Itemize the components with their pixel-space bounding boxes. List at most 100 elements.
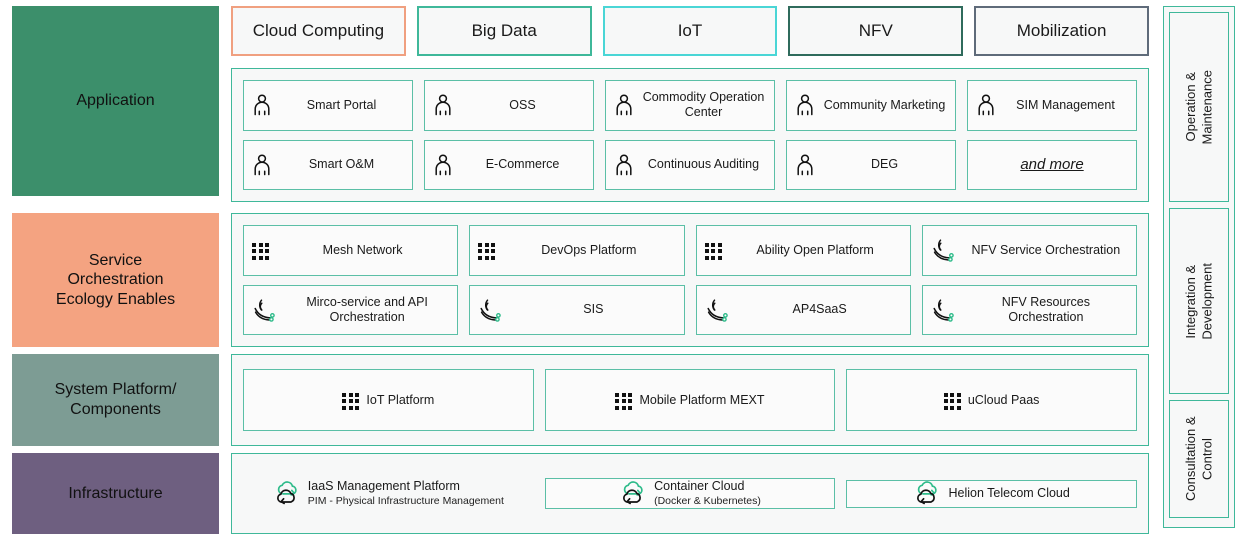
item-iot-platform[interactable]: IoT Platform (243, 369, 534, 431)
item-smart-o-m[interactable]: Smart O&M (243, 139, 413, 190)
layer-application: Application (12, 6, 219, 196)
item-label: DevOps Platform (541, 242, 637, 257)
item-label: Commodity Operation Center (642, 90, 765, 120)
item-mirco-service-and-api-orchestration[interactable]: Mirco-service and API Orchestration (243, 284, 459, 335)
orchestration-icon (933, 239, 954, 263)
item-label: Mobile Platform MEXT (639, 392, 765, 407)
item-label: IoT Platform (366, 392, 435, 407)
domain-tab-row: Cloud Computing Big Data IoT NFV Mobiliz… (231, 6, 1149, 56)
item-label: E-Commerce (485, 157, 560, 172)
tab-label: NFV (858, 21, 893, 40)
item-mesh-network[interactable]: Mesh Network (243, 225, 459, 276)
side-panel-label: Operation & Maintenance (1182, 69, 1214, 145)
grid-dots-icon (342, 392, 360, 410)
item-label: Community Marketing (823, 97, 946, 112)
grid-dots-icon (615, 392, 633, 410)
item-label: Mirco-service and API Orchestration (306, 294, 428, 324)
item-community-marketing[interactable]: Community Marketing (786, 80, 956, 131)
tab-label: Big Data (471, 21, 537, 40)
layer-system-platform: System Platform/ Components (12, 354, 219, 446)
item-sim-management[interactable]: SIM Management (967, 80, 1137, 131)
item-label: OSS (509, 97, 536, 112)
tab-nfv[interactable]: NFV (788, 6, 964, 56)
item-deg[interactable]: DEG (786, 139, 956, 190)
item-label: and more (1020, 155, 1084, 173)
tab-big-data[interactable]: Big Data (416, 6, 592, 56)
item-smart-portal[interactable]: Smart Portal (243, 80, 413, 131)
layer-service-orchestration: Service Orchestration Ecology Enables (12, 213, 219, 347)
item-label: Mesh Network (322, 242, 403, 257)
item-label: Ability Open Platform (756, 242, 874, 257)
orchestration-icon (706, 299, 728, 322)
item-label: Container Cloud(Docker & Kubernetes) (654, 479, 761, 508)
tab-label: Cloud Computing (252, 21, 385, 40)
layer-infrastructure: Infrastructure (12, 453, 219, 534)
main-content-column: Cloud Computing Big Data IoT NFV Mobiliz… (231, 6, 1149, 534)
item-label: NFV Resources Orchestration (1001, 294, 1090, 324)
layer-label-column: Application Service Orchestration Ecolog… (12, 6, 219, 534)
item-commodity-operation-center[interactable]: Commodity Operation Center (605, 80, 775, 131)
tab-label: IoT (677, 21, 703, 40)
grid-dots-icon (943, 392, 961, 410)
tab-mobilization[interactable]: Mobilization (974, 6, 1149, 56)
side-panel-label: Integration & Development (1182, 262, 1214, 340)
application-panel: Smart Portal OSS Commodity Operation Cente… (231, 68, 1149, 202)
person-icon (435, 94, 451, 116)
cloud-icon (917, 480, 938, 504)
item-e-commerce[interactable]: E-Commerce (424, 139, 594, 190)
cloud-icon (276, 480, 297, 504)
item-label: NFV Service Orchestration (971, 242, 1121, 257)
person-icon (797, 94, 813, 116)
item-label: Helion Telecom Cloud (948, 486, 1070, 500)
item-label: uCloud Paas (967, 392, 1040, 407)
item-label: AP4SaaS (792, 302, 847, 317)
cloud-icon (623, 480, 643, 504)
person-icon (978, 94, 994, 116)
item-helion-telecom-cloud[interactable]: Helion Telecom Cloud (846, 479, 1137, 508)
item-sublabel: (Docker & Kubernetes) (654, 495, 761, 508)
item-label: Smart O&M (308, 157, 375, 172)
lifecycle-side-column: Operation & Maintenance Integration & De… (1163, 6, 1235, 528)
item-mobile-platform-mext[interactable]: Mobile Platform MEXT (544, 369, 836, 431)
tab-iot[interactable]: IoT (602, 6, 778, 56)
item-label: SIM Management (1016, 97, 1115, 112)
item-sublabel: PIM - Physical Infrastructure Management (307, 495, 504, 508)
item-label: SIS (583, 302, 604, 317)
item-label: Continuous Auditing (647, 157, 760, 172)
item-container-cloud[interactable]: Container Cloud(Docker & Kubernetes) (544, 478, 836, 509)
item-nfv-service-orchestration[interactable]: NFV Service Orchestration (921, 225, 1137, 276)
side-panel-label: Consultation & Control (1182, 416, 1214, 502)
item-devops-platform[interactable]: DevOps Platform (469, 225, 685, 276)
person-icon (254, 154, 270, 175)
side-panel-operation-maintenance[interactable]: Operation & Maintenance (1169, 12, 1229, 202)
item-ap4saas[interactable]: AP4SaaS (695, 284, 911, 335)
grid-dots-icon (252, 242, 269, 260)
item-and-more[interactable]: and more (967, 139, 1137, 190)
person-icon (254, 94, 270, 116)
item-oss[interactable]: OSS (424, 80, 594, 131)
item-ability-open-platform[interactable]: Ability Open Platform (695, 225, 911, 276)
grid-dots-icon (704, 242, 722, 260)
side-panel-integration-development[interactable]: Integration & Development (1169, 208, 1229, 394)
system-platform-panel: IoT Platform Mobile Platform MEXT uCloud P… (231, 354, 1149, 446)
item-label: Smart Portal (306, 97, 377, 112)
item-label: DEG (870, 157, 899, 172)
person-icon (797, 154, 813, 175)
person-icon (435, 154, 451, 175)
item-nfv-resources-orchestration[interactable]: NFV Resources Orchestration (921, 284, 1137, 335)
orchestration-icon (480, 299, 502, 322)
person-icon (616, 94, 632, 116)
side-panel-consultation-control[interactable]: Consultation & Control (1169, 400, 1229, 518)
person-icon (616, 154, 632, 175)
item-sis[interactable]: SIS (469, 284, 685, 335)
grid-dots-icon (478, 242, 496, 260)
service-orchestration-panel: Mesh Network DevOps Platform Ability Open … (231, 213, 1149, 347)
orchestration-icon (254, 299, 275, 322)
tab-cloud-computing[interactable]: Cloud Computing (231, 6, 406, 56)
item-continuous-auditing[interactable]: Continuous Auditing (605, 139, 775, 190)
item-ucloud-paas[interactable]: uCloud Paas (846, 369, 1137, 431)
